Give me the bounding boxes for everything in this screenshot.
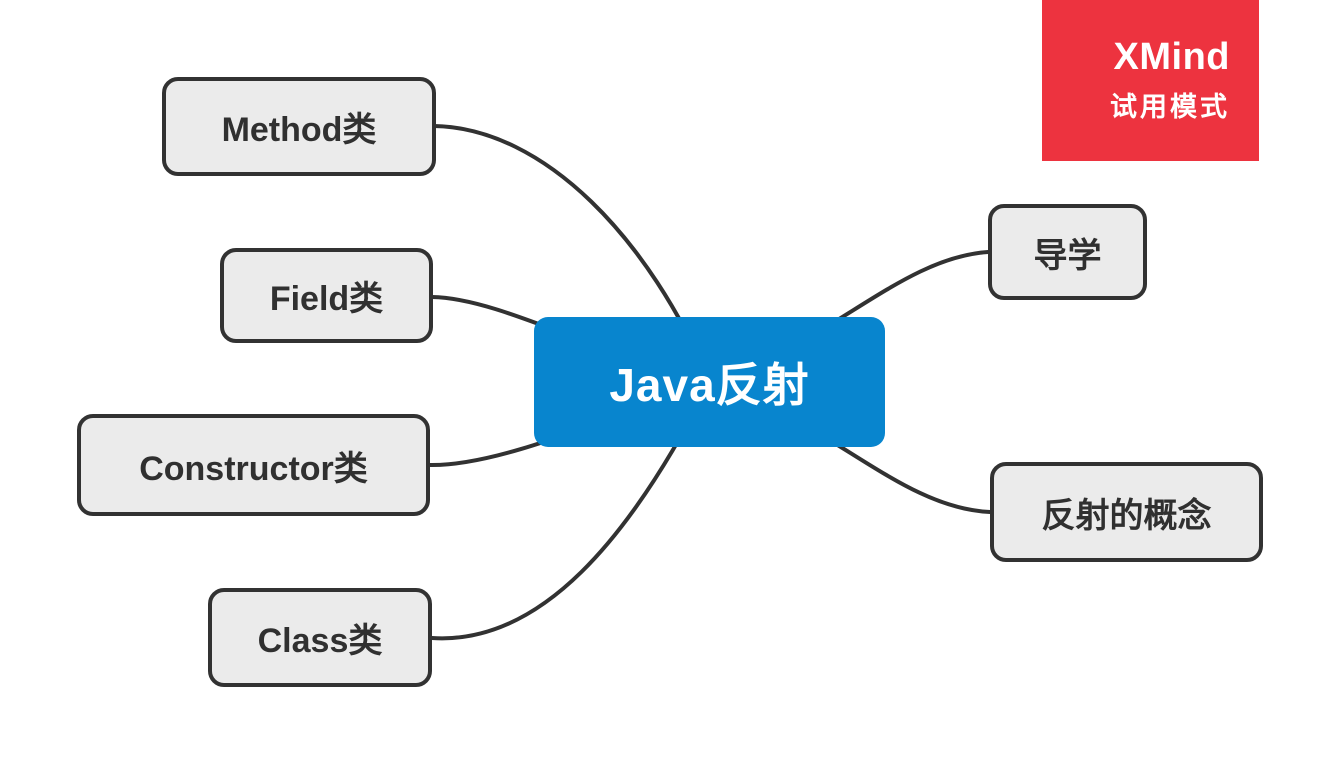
topic-constructor-class[interactable]: Constructor类: [77, 414, 430, 516]
central-topic-label: Java反射: [609, 359, 810, 411]
topic-label: 反射的概念: [1041, 496, 1212, 535]
topic-label: Method类: [221, 111, 377, 149]
topic-label: Class类: [257, 622, 383, 660]
topic-field-class[interactable]: Field类: [220, 248, 433, 343]
topic-daoxue[interactable]: 导学: [988, 204, 1147, 300]
topic-fanshe-gainian[interactable]: 反射的概念: [990, 462, 1263, 562]
xmind-trial-watermark: XMind 试用模式: [1042, 0, 1259, 161]
topic-label: Field类: [269, 280, 384, 318]
central-topic-java-reflection[interactable]: Java反射: [534, 317, 885, 447]
trial-mode-label: 试用模式: [1110, 91, 1230, 122]
xmind-logo-text: XMind: [1113, 36, 1230, 78]
topic-label: 导学: [1033, 236, 1102, 275]
topic-label: Constructor类: [139, 449, 368, 488]
topic-method-class[interactable]: Method类: [162, 77, 436, 176]
topic-class-class[interactable]: Class类: [208, 588, 432, 687]
